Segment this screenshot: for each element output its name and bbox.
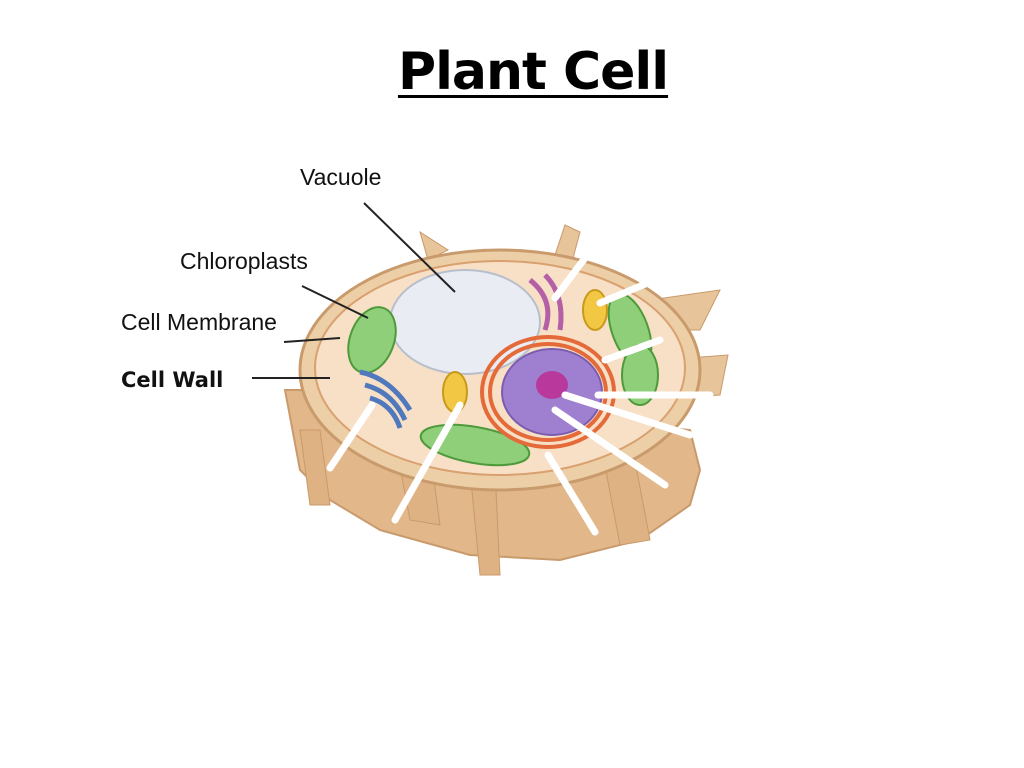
label-pointers — [252, 202, 456, 379]
nucleolus-shape — [536, 371, 568, 399]
blank-pointer-lines — [326, 254, 714, 536]
label-chloroplasts: Chloroplasts — [180, 248, 308, 274]
label-cell-wall: Cell Wall — [121, 368, 224, 392]
label-vacuole: Vacuole — [300, 164, 382, 190]
chloroplast-shapes — [347, 292, 659, 467]
page-title: Plant Cell — [397, 42, 669, 102]
label-cell-membrane: Cell Membrane — [121, 309, 277, 335]
golgi-shape — [359, 369, 413, 429]
vacuole-shape — [389, 269, 541, 375]
